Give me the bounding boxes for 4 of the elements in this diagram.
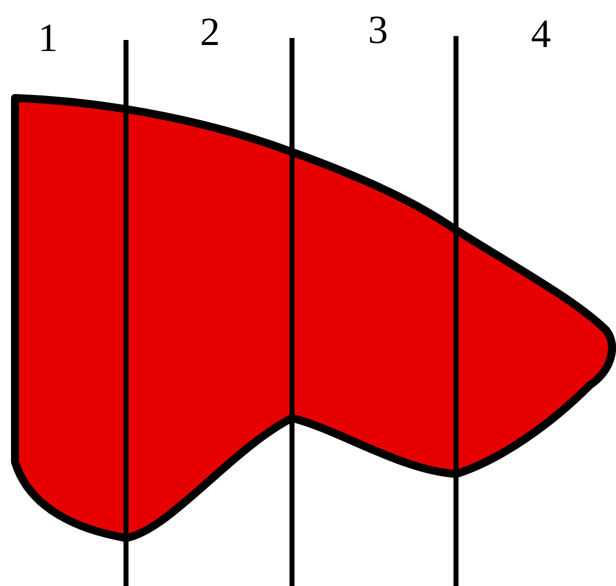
section-number: 3 — [368, 10, 388, 50]
section-number: 2 — [200, 12, 220, 52]
section-number: 1 — [38, 18, 58, 58]
section-number: 4 — [531, 14, 551, 54]
